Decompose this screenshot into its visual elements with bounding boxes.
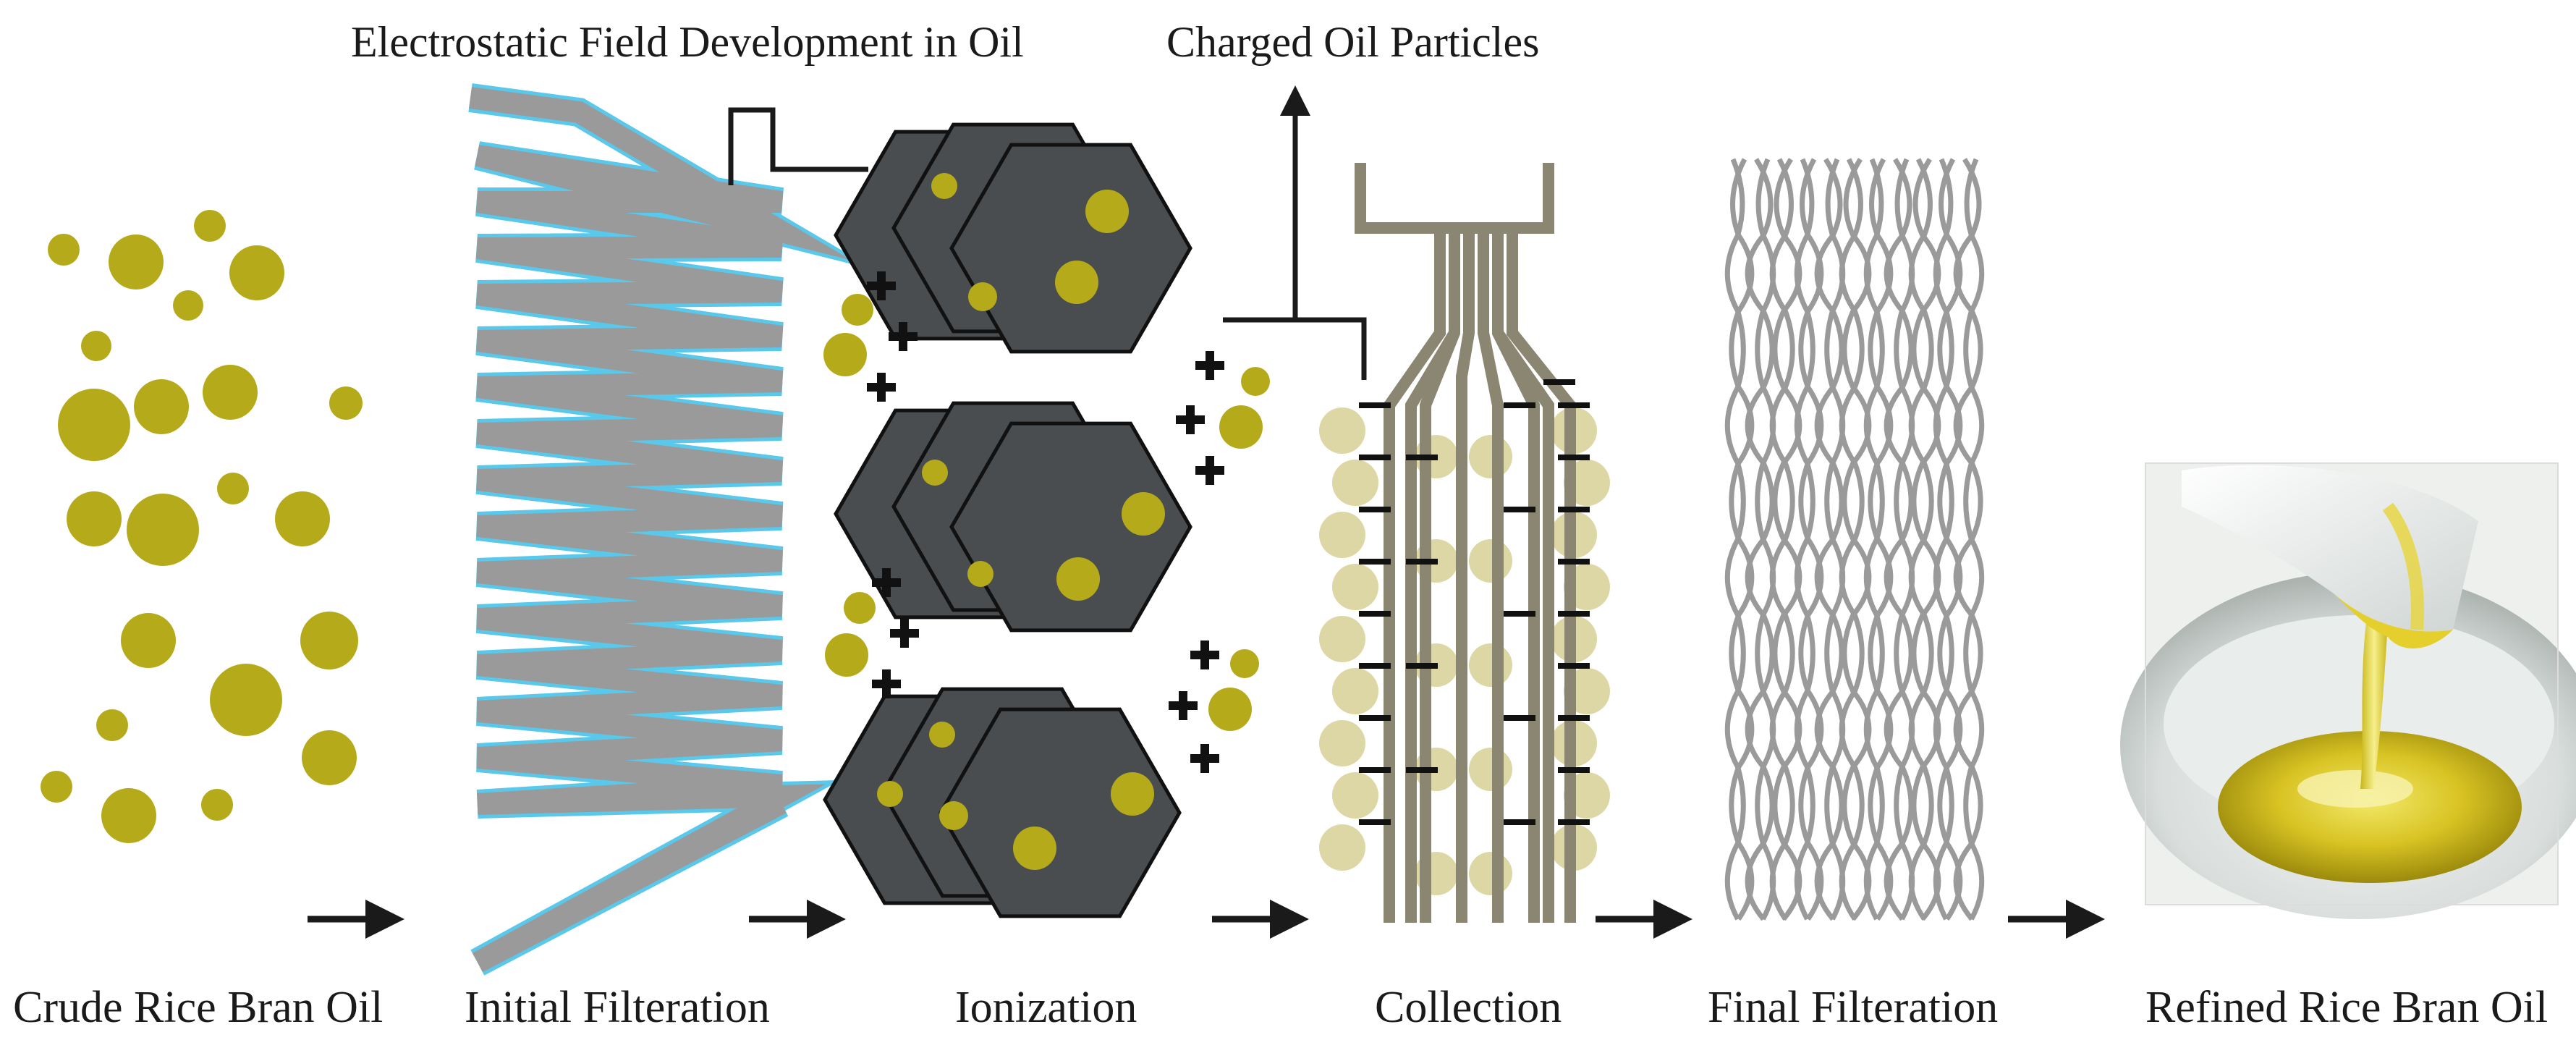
charged-droplet [1208, 688, 1252, 731]
oil-droplet [41, 771, 72, 803]
oil-droplet [877, 781, 903, 807]
oil-droplet [201, 789, 233, 821]
pale-droplet [1469, 748, 1512, 791]
plus-sign-icon [872, 568, 901, 597]
negative-charges [1359, 379, 1590, 825]
oil-droplet [1055, 261, 1098, 304]
stage-label-ionization: Ionization [955, 983, 1137, 1032]
oil-droplet [121, 613, 176, 668]
pale-droplet [1332, 772, 1378, 819]
stage-label-final-filteration: Final Filteration [1708, 983, 1998, 1032]
plus-sign-icon [867, 373, 896, 402]
pale-droplet [1319, 407, 1365, 454]
oil-droplet [210, 664, 282, 736]
stage-label-refined: Refined Rice Bran Oil [2145, 983, 2548, 1032]
oil-droplet [275, 491, 330, 546]
oil-droplet [1111, 772, 1154, 816]
plus-sign-icon [889, 322, 918, 351]
oil-droplet [194, 210, 226, 242]
oil-droplet [302, 730, 357, 785]
stage-label-initial-filteration: Initial Filteration [465, 983, 770, 1032]
charged-droplet [1230, 649, 1259, 678]
charged-particles-callout [1223, 85, 1367, 380]
oil-droplet [101, 788, 156, 843]
ionizer-hexagon [949, 421, 1192, 633]
collector-rods [1355, 163, 1576, 923]
oil-droplet [929, 722, 955, 748]
oil-droplet [217, 473, 249, 504]
oil-droplet [939, 801, 968, 830]
final-filter-fibers [1724, 158, 1985, 921]
oil-droplet [127, 494, 199, 566]
oil-droplet [329, 386, 363, 420]
oil-droplet [967, 561, 993, 587]
charged-droplet [1219, 405, 1263, 449]
charged-droplet [823, 333, 867, 376]
charged-particles-label: Charged Oil Particles [1166, 18, 1539, 66]
oil-droplet [109, 234, 164, 289]
collection-electrode [1319, 163, 1610, 923]
pale-droplet [1319, 512, 1365, 558]
oil-droplet [67, 491, 122, 546]
pale-droplet [1332, 668, 1378, 714]
oil-droplet [81, 331, 111, 361]
oil-droplet [931, 173, 957, 199]
pale-droplet [1332, 564, 1378, 610]
oil-droplet [968, 282, 997, 311]
pale-droplet [1319, 720, 1365, 766]
oil-droplet [1056, 557, 1100, 601]
charged-droplet [844, 592, 876, 624]
pale-droplet [1469, 539, 1512, 583]
oil-droplet [300, 612, 358, 669]
pale-droplet [1469, 852, 1512, 895]
plus-sign-icon [1195, 351, 1224, 380]
oil-droplet [134, 379, 189, 434]
pale-droplet [1319, 616, 1365, 662]
pale-droplet [1319, 824, 1365, 871]
field-development-callout [728, 107, 868, 185]
plus-sign-icon [1190, 744, 1219, 773]
plus-sign-icon [1195, 456, 1224, 485]
filter-fiber [1963, 158, 1985, 921]
charged-droplet [842, 294, 873, 326]
oil-droplet [1085, 190, 1129, 233]
pale-droplet [1469, 435, 1512, 478]
stage-label-collection: Collection [1375, 983, 1562, 1032]
oil-pouring-photo [2120, 462, 2576, 919]
plus-sign-icon [872, 669, 901, 698]
oil-droplet [922, 460, 948, 486]
oil-droplet [1013, 827, 1056, 870]
charged-droplet [825, 633, 868, 677]
oil-droplet [173, 290, 203, 321]
pale-droplet [1332, 460, 1378, 506]
ionizer-hexagon [949, 143, 1192, 354]
plus-sign-icon [1169, 691, 1198, 720]
pale-droplet [1469, 643, 1512, 687]
plus-sign-icon [867, 271, 896, 300]
field-development-label: Electrostatic Field Development in Oil [351, 18, 1024, 66]
oil-droplet [58, 389, 130, 461]
ionization-chamber [823, 122, 1270, 918]
oil-droplet [203, 365, 258, 420]
charged-droplet [1241, 367, 1270, 396]
plus-sign-icon [890, 619, 919, 648]
plus-sign-icon [1190, 641, 1219, 669]
oil-droplet [1122, 492, 1165, 536]
crude-oil-droplets [41, 210, 363, 843]
oil-droplet [96, 709, 128, 741]
stage-label-crude: Crude Rice Bran Oil [13, 983, 383, 1032]
initial-filter [468, 83, 876, 976]
initial-filter-mesh [469, 87, 852, 973]
oil-droplet [229, 245, 284, 300]
oil-droplet [48, 234, 80, 266]
plus-sign-icon [1176, 405, 1205, 434]
